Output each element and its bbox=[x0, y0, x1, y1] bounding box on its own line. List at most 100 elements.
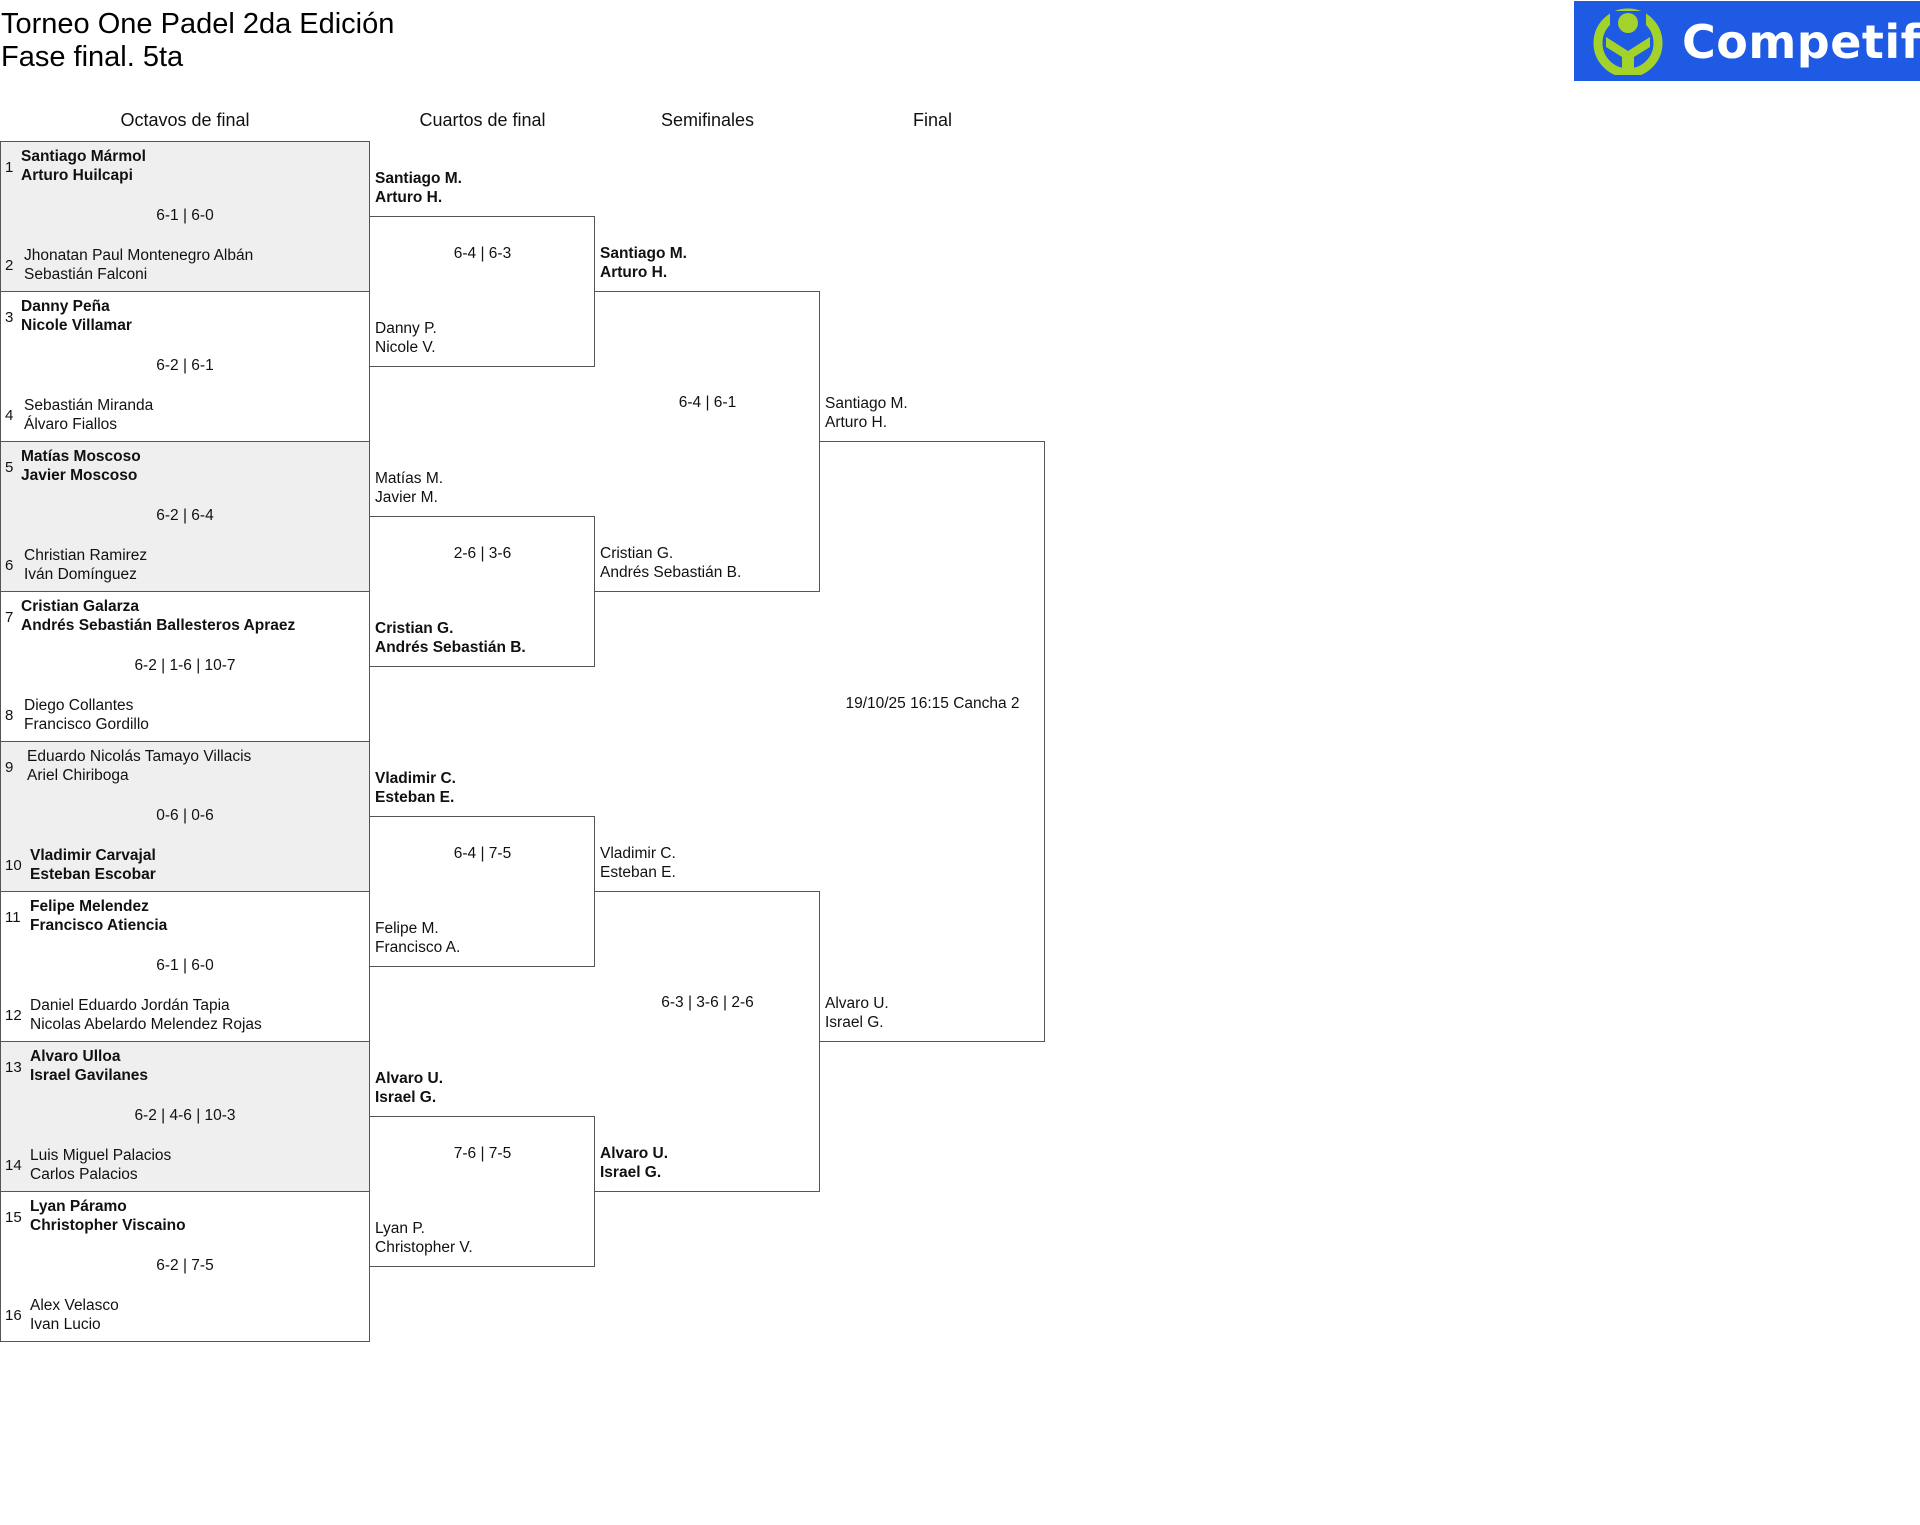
player-name: Israel G. bbox=[375, 1089, 437, 1106]
player-name: Cristian G. bbox=[375, 620, 454, 637]
match-score: 6-4 | 7-5 bbox=[453, 845, 512, 862]
seed-number: 15 bbox=[5, 1209, 22, 1226]
player-name: Eduardo Nicolás Tamayo Villacis bbox=[27, 748, 252, 765]
player-name: Ivan Lucio bbox=[30, 1316, 101, 1333]
player-name: Vladimir C. bbox=[600, 845, 676, 862]
seed-number: 10 bbox=[5, 857, 22, 874]
player-name: Iván Domínguez bbox=[24, 566, 137, 583]
match-score: 6-2 | 7-5 bbox=[156, 1257, 214, 1274]
player-name: Esteban E. bbox=[375, 789, 455, 806]
seed-number: 16 bbox=[5, 1307, 22, 1324]
player-name: Andrés Sebastián B. bbox=[375, 639, 526, 656]
player-name: Nicole V. bbox=[375, 339, 436, 356]
round-header-semifinales: Semifinales bbox=[660, 110, 755, 130]
team-names[interactable]: Vladimir C. Esteban E. bbox=[375, 769, 456, 807]
seed-number: 12 bbox=[5, 1007, 22, 1024]
player-name: Santiago M. bbox=[600, 245, 687, 262]
team-names[interactable]: Alvaro U. Israel G. bbox=[825, 994, 889, 1032]
player-name: Andrés Sebastián Ballesteros Apraez bbox=[21, 617, 296, 634]
player-name: Francisco Gordillo bbox=[24, 716, 149, 733]
match-score: 7-6 | 7-5 bbox=[453, 1145, 512, 1162]
team-names[interactable]: Danny P. Nicole V. bbox=[375, 319, 437, 357]
player-name: Israel G. bbox=[825, 1014, 884, 1031]
team-names[interactable]: Cristian G.Andrés Sebastián B. bbox=[600, 544, 741, 582]
player-name: Alvaro U. bbox=[825, 995, 889, 1012]
player-name: Arturo Huilcapi bbox=[21, 167, 133, 184]
seed-number: 4 bbox=[5, 407, 14, 424]
qf-bracket bbox=[370, 516, 595, 667]
player-name: Alvaro U. bbox=[375, 1070, 444, 1087]
match-score: 6-4 | 6-1 bbox=[678, 394, 737, 411]
person-logo-icon bbox=[1593, 8, 1663, 75]
player-name: Francisco A. bbox=[375, 939, 461, 956]
player-name: Sebastián Miranda bbox=[24, 397, 154, 414]
player-name: Cristian G. bbox=[600, 545, 674, 562]
player-name: Vladimir C. bbox=[375, 770, 456, 787]
sf-bracket bbox=[595, 891, 820, 1192]
player-name: Danny P. bbox=[375, 320, 437, 337]
r16-match bbox=[0, 741, 370, 892]
team-names[interactable]: Matías M.Javier M. bbox=[375, 469, 443, 507]
team-names[interactable]: Santiago M. Arturo H. bbox=[600, 244, 687, 282]
team-names[interactable]: Santiago M.Arturo H. bbox=[375, 169, 462, 207]
player-name: Alvaro U. bbox=[600, 1145, 669, 1162]
r16-match bbox=[0, 141, 370, 292]
player-name: Felipe M. bbox=[375, 920, 439, 937]
team-names[interactable]: Felipe M. Francisco A. bbox=[375, 919, 460, 957]
player-name: Christian Ramirez bbox=[24, 547, 148, 564]
player-name: Alvaro Ulloa bbox=[30, 1048, 121, 1065]
team-names[interactable]: Lyan P.Christopher V. bbox=[375, 1219, 473, 1257]
seed-number: 7 bbox=[5, 609, 14, 626]
r16-match bbox=[0, 1191, 370, 1342]
player-name: Álvaro Fiallos bbox=[24, 416, 118, 433]
sf-bracket bbox=[595, 291, 820, 592]
team-names[interactable]: Alvaro U. Israel G. bbox=[375, 1069, 443, 1107]
team-names[interactable]: Vladimir C.Esteban E. bbox=[600, 844, 676, 882]
player-name: Santiago M. bbox=[825, 395, 908, 412]
player-name: Carlos Palacios bbox=[30, 1166, 138, 1183]
r16-match bbox=[0, 1041, 370, 1192]
player-name: Danny Peña bbox=[21, 298, 110, 315]
player-name: Luis Miguel Palacios bbox=[30, 1147, 172, 1164]
match-score: 6-2 | 6-4 bbox=[156, 507, 214, 524]
match-score: 6-1 | 6-0 bbox=[156, 207, 214, 224]
match-score: 6-3 | 3-6 | 2-6 bbox=[661, 994, 754, 1011]
player-name: Felipe Melendez bbox=[30, 898, 149, 915]
qf-bracket bbox=[370, 816, 595, 967]
seed-number: 9 bbox=[5, 759, 14, 776]
team-names[interactable]: Cristian G. Andrés Sebastián B. bbox=[375, 619, 526, 657]
player-name: Arturo H. bbox=[825, 414, 888, 431]
player-name: Jhonatan Paul Montenegro Albán bbox=[24, 247, 254, 264]
player-name: Javier Moscoso bbox=[21, 467, 138, 484]
team-names[interactable]: Alvaro U.Israel G. bbox=[600, 1144, 668, 1182]
player-name: Ariel Chiriboga bbox=[27, 767, 129, 784]
player-name: Arturo H. bbox=[600, 264, 668, 281]
match-score: 0-6 | 0-6 bbox=[156, 807, 214, 824]
player-name: Sebastián Falconi bbox=[24, 266, 148, 283]
competify-logo[interactable]: Competify bbox=[1574, 1, 1920, 81]
player-name: Daniel Eduardo Jordán Tapia bbox=[30, 997, 230, 1014]
player-name: Christopher V. bbox=[375, 1239, 473, 1256]
final-schedule-info: 19/10/25 16:15 Cancha 2 bbox=[845, 695, 1020, 712]
player-name: Santiago Mármol bbox=[21, 148, 146, 165]
logo-text: Competify bbox=[1682, 15, 1920, 69]
team-names[interactable]: Santiago M. Arturo H. bbox=[825, 394, 908, 432]
seed-number: 14 bbox=[5, 1157, 22, 1174]
seed-number: 13 bbox=[5, 1059, 22, 1076]
